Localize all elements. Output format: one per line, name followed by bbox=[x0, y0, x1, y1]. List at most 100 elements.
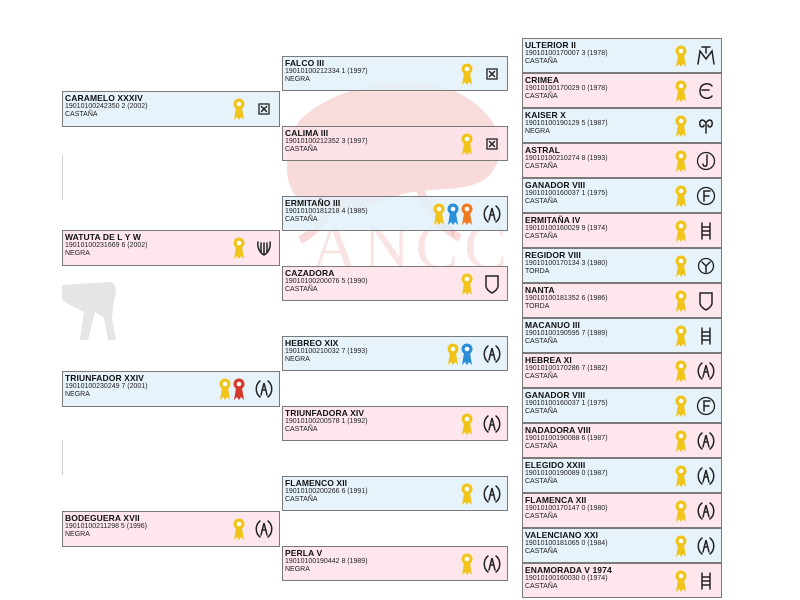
horse-color: CASTAÑA bbox=[285, 426, 318, 433]
horse-color: CASTAÑA bbox=[285, 286, 318, 293]
award-icons bbox=[675, 459, 717, 492]
pedigree-box-ermitana-iv[interactable]: ERMITAÑA IV 19010100160029 9 (1974) CAST… bbox=[522, 213, 722, 248]
horse-color: NEGRA bbox=[285, 76, 310, 83]
pedigree-box-astral[interactable]: ASTRAL 19010100210274 8 (1993) CASTAÑA bbox=[522, 143, 722, 178]
horse-name: ELEGIDO XXIII bbox=[525, 460, 586, 470]
horse-color: CASTAÑA bbox=[285, 146, 318, 153]
ribbon-gold-icon bbox=[675, 219, 687, 243]
brand-a-icon bbox=[481, 483, 503, 505]
horse-reg: 19010100170029 0 (1978) bbox=[525, 85, 608, 92]
horse-color: CASTAÑA bbox=[525, 233, 558, 240]
pedigree-box-watuta-de-l-y-w[interactable]: WATUTA DE L Y W 19010100231669 6 (2002) … bbox=[62, 230, 280, 266]
brand-a-icon bbox=[481, 203, 503, 225]
pedigree-box-bodeguera-xvii[interactable]: BODEGUERA XVII 19010100211298 5 (1996) N… bbox=[62, 511, 280, 547]
brand-shield-icon bbox=[695, 290, 717, 312]
award-icons bbox=[233, 92, 275, 126]
horse-name: ERMITAÑO III bbox=[285, 198, 341, 208]
award-icons bbox=[675, 424, 717, 457]
horse-reg: 19010100212352 3 (1997) bbox=[285, 138, 368, 145]
horse-reg: 19010100231669 6 (2002) bbox=[65, 242, 148, 249]
horse-reg: 19010100210274 8 (1993) bbox=[525, 155, 608, 162]
horse-color: TORDA bbox=[525, 268, 550, 275]
pedigree-box-hebrea-xi[interactable]: HEBREA XI 19010100170286 7 (1982) CASTAÑ… bbox=[522, 353, 722, 388]
pedigree-box-perla-v[interactable]: PERLA V 19010100190442 8 (1989) NEGRA bbox=[282, 546, 508, 581]
horse-color: CASTAÑA bbox=[65, 111, 98, 118]
award-icons bbox=[675, 109, 717, 142]
horse-name: VALENCIANO XXI bbox=[525, 530, 599, 540]
pedigree-box-hebreo-xix[interactable]: HEBREO XIX 19010100210032 7 (1993) NEGRA bbox=[282, 336, 508, 371]
award-icons bbox=[461, 267, 503, 300]
horse-reg: 19010100190595 7 (1989) bbox=[525, 330, 608, 337]
horse-reg: 19010100181065 0 (1984) bbox=[525, 540, 608, 547]
brand-shield-icon bbox=[481, 273, 503, 295]
horse-color: NEGRA bbox=[525, 128, 550, 135]
pedigree-box-caramelo-xxxiv[interactable]: CARAMELO XXXIV 19010100242350 2 (2002) C… bbox=[62, 91, 280, 127]
ribbon-gold-icon bbox=[675, 184, 687, 208]
ribbon-gold-icon bbox=[219, 377, 231, 401]
award-icons bbox=[461, 547, 503, 580]
award-icons bbox=[675, 564, 717, 597]
horse-color: TORDA bbox=[525, 303, 550, 310]
pedigree-box-ulterior-ii[interactable]: ULTERIOR II 19010100170007 3 (1978) CAST… bbox=[522, 38, 722, 73]
brand-a-icon bbox=[253, 518, 275, 540]
horse-reg: 19010100181218 4 (1985) bbox=[285, 208, 368, 215]
award-icons bbox=[675, 354, 717, 387]
pedigree-box-triunfadora-xiv[interactable]: TRIUNFADORA XIV 19010100200578 1 (1992) … bbox=[282, 406, 508, 441]
brand-box-icon bbox=[253, 98, 275, 120]
pedigree-box-cazadora[interactable]: CAZADORA 19010100200076 5 (1990) CASTAÑA bbox=[282, 266, 508, 301]
brand-horns-icon bbox=[695, 115, 717, 137]
left-margin-line bbox=[62, 155, 63, 200]
pedigree-box-valenciano-xxi[interactable]: VALENCIANO XXI 19010100181065 0 (1984) C… bbox=[522, 528, 722, 563]
brand-a-icon bbox=[695, 360, 717, 382]
pedigree-box-falco-iii[interactable]: FALCO III 19010100212334 1 (1997) NEGRA bbox=[282, 56, 508, 91]
horse-color: NEGRA bbox=[65, 531, 90, 538]
horse-color: CASTAÑA bbox=[525, 408, 558, 415]
pedigree-box-regidor-viii[interactable]: REGIDOR VIII 19010100170134 3 (1980) TOR… bbox=[522, 248, 722, 283]
horse-color: CASTAÑA bbox=[285, 216, 318, 223]
brand-a-icon bbox=[481, 343, 503, 365]
award-icons bbox=[461, 407, 503, 440]
pedigree-box-crimea[interactable]: CRIMEA 19010100170029 0 (1978) CASTAÑA bbox=[522, 73, 722, 108]
horse-color: CASTAÑA bbox=[525, 513, 558, 520]
horse-name: CAZADORA bbox=[285, 268, 335, 278]
pedigree-box-kaiser-x[interactable]: KAISER X 19010100190129 5 (1987) NEGRA bbox=[522, 108, 722, 143]
ribbon-red-icon bbox=[233, 377, 245, 401]
horse-reg: 19010100160030 0 (1974) bbox=[525, 575, 608, 582]
horse-reg: 19010100170286 7 (1982) bbox=[525, 365, 608, 372]
ribbon-gold-icon bbox=[461, 62, 473, 86]
ribbon-gold-icon bbox=[675, 569, 687, 593]
horse-reg: 19010100210032 7 (1993) bbox=[285, 348, 368, 355]
horse-name: CRIMEA bbox=[525, 75, 560, 85]
pedigree-box-ermitano-iii[interactable]: ERMITAÑO III 19010100181218 4 (1985) CAS… bbox=[282, 196, 508, 231]
horse-name: CARAMELO XXXIV bbox=[65, 93, 143, 103]
award-icons bbox=[675, 214, 717, 247]
pedigree-box-ganador-viii-2[interactable]: GANADOR VIII 19010100160037 1 (1975) CAS… bbox=[522, 388, 722, 423]
pedigree-box-elegido-xxiii[interactable]: ELEGIDO XXIII 19010100190089 0 (1987) CA… bbox=[522, 458, 722, 493]
pedigree-box-ganador-viii[interactable]: GANADOR VIII 19010100160037 1 (1975) CAS… bbox=[522, 178, 722, 213]
award-icons bbox=[675, 249, 717, 282]
horse-color: NEGRA bbox=[285, 356, 310, 363]
award-icons bbox=[675, 74, 717, 107]
pedigree-box-enamorada-v-1974[interactable]: ENAMORADA V 1974 19010100160030 0 (1974)… bbox=[522, 563, 722, 598]
brand-ladder-icon bbox=[695, 220, 717, 242]
brand-a-icon bbox=[695, 465, 717, 487]
left-margin-line bbox=[62, 440, 63, 475]
award-icons bbox=[675, 144, 717, 177]
pedigree-box-nanta[interactable]: NANTA 19010100181352 6 (1986) TORDA bbox=[522, 283, 722, 318]
pedigree-box-calima-iii[interactable]: CALIMA III 19010100212352 3 (1997) CASTA… bbox=[282, 126, 508, 161]
horse-name: WATUTA DE L Y W bbox=[65, 232, 141, 242]
ribbon-gold-icon bbox=[461, 132, 473, 156]
ribbon-gold-icon bbox=[675, 114, 687, 138]
pedigree-box-flamenca-xii[interactable]: FLAMENCA XII 19010100170147 0 (1980) CAS… bbox=[522, 493, 722, 528]
pedigree-box-macanuo-iii[interactable]: MACANUO III 19010100190595 7 (1989) CAST… bbox=[522, 318, 722, 353]
pedigree-box-triunfador-xxiv[interactable]: TRIUNFADOR XXIV 19010100230249 7 (2001) … bbox=[62, 371, 280, 407]
award-icons bbox=[461, 57, 503, 90]
horse-reg: 19010100211298 5 (1996) bbox=[65, 523, 148, 530]
horse-color: CASTAÑA bbox=[525, 163, 558, 170]
ribbon-gold-icon bbox=[433, 202, 445, 226]
horse-color: CASTAÑA bbox=[525, 548, 558, 555]
pedigree-box-nadadora-viii[interactable]: NADADORA VIII 19010100190088 6 (1987) CA… bbox=[522, 423, 722, 458]
pedigree-box-flamenco-xii[interactable]: FLAMENCO XII 19010100200266 6 (1991) CAS… bbox=[282, 476, 508, 511]
ribbon-gold-icon bbox=[233, 236, 245, 260]
brand-box-icon bbox=[481, 63, 503, 85]
